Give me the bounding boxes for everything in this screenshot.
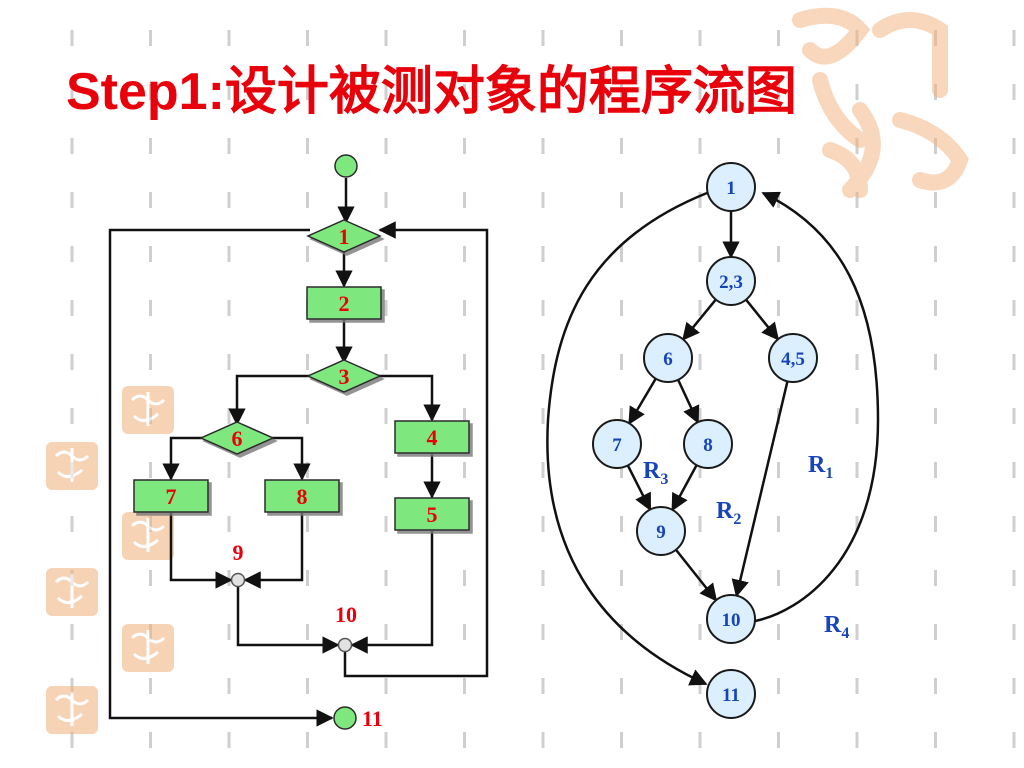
flowgraph-node-6: 6 [643,333,693,383]
flowchart-node-3: 3 [306,359,382,393]
flowchart-edge-9-to-10 [236,587,340,654]
flowchart-node-label: 10 [335,602,357,627]
flowchart-node-label: 8 [297,484,308,509]
flowgraph-edge-6-to-8 [676,379,700,424]
flowchart-node-11: 11 [333,706,383,731]
flowgraph-edge-6-to-7 [628,378,657,425]
flowchart-node-label: 5 [427,502,438,527]
flowgraph-node-label: 7 [612,435,622,456]
flowchart-node-10: 10 [335,602,357,653]
flowchart-node-label: 11 [362,706,383,731]
flowchart-nodes: 1 2 3 4 5 6 7 8 9 10 11 [133,154,470,731]
flowchart-node-label: 1 [339,224,350,249]
region-label-r3: R3 [643,458,668,488]
flowgraph-node-label: 2,3 [719,272,743,293]
flowchart-node-1: 1 [306,219,382,253]
flowgraph-edge-8-to-9 [671,464,698,512]
flowgraph-node-11: 11 [706,669,756,719]
flowgraph-node-1: 1 [706,162,756,212]
flowchart-edge-3-to-4 [376,374,441,422]
flowgraph-node-8: 8 [683,419,733,469]
title-text: 设计被测对象的程序流图 [224,63,797,121]
flowgraph-edge-1-to-11 [546,191,708,686]
flowgraph-node-10: 10 [706,594,756,644]
flowchart-node-label: 2 [339,291,350,316]
region-label-r1: R1 [808,452,833,482]
flowchart-edge-5-to-10 [350,531,434,654]
flowgraph-node-label: 10 [722,610,741,631]
flowgraph-edge-7-to-9 [626,464,652,512]
flowchart-node-2: 2 [306,286,382,320]
slide-title: Step1:设计被测对象的程序流图 [66,58,797,126]
flowgraph-edge-23-to-6 [682,298,717,341]
seal-stamp [46,568,98,616]
flowchart-node-start [334,154,358,178]
flowchart-node-5: 5 [394,497,470,531]
seal-stamp [122,386,174,434]
flowchart-node-label: 3 [339,364,350,389]
flowchart-node-label: 4 [427,425,438,450]
flowchart-edge-8-to-9 [243,513,304,589]
flowchart-edge-6-to-7 [162,436,204,481]
program-flowchart: 1 2 3 4 5 6 7 8 9 10 11 [108,154,489,731]
flowgraph-nodes: 1 2,3 6 4,5 7 8 9 10 11 [592,162,818,719]
flowgraph-node-7: 7 [592,419,642,469]
flowchart-edges [108,178,489,727]
flowchart-node-label: 7 [166,484,177,509]
seal-calligraphy [792,7,969,198]
flowchart-edge-7-to-9 [169,513,233,589]
flowgraph-node-label: 1 [726,178,736,199]
flowchart-edge-10-to-1 [343,221,489,678]
flowgraph-node-9: 9 [636,506,686,556]
flowgraph-edge-45-to-10 [731,381,789,598]
flowchart-node-9: 9 [230,540,246,588]
seal-stamp [122,512,174,560]
flowgraph-node-23: 2,3 [706,256,756,306]
title-step-prefix: Step1: [66,63,225,121]
seal-stamp [46,442,98,490]
flowgraph-node-label: 4,5 [781,349,805,370]
region-label-r4: R4 [824,612,849,642]
flowgraph-node-label: 8 [703,435,713,456]
region-label-r2: R2 [716,498,741,528]
flowchart-edge-1-to-11 [108,228,334,727]
flowgraph-node-45: 4,5 [768,333,818,383]
flowgraph-edges [546,191,880,686]
flowgraph-edge-10-to-1 [754,191,880,623]
flowgraph-edge-23-to-45 [745,298,780,341]
seal-stamp [122,624,174,672]
decorative-seal-stamps [46,7,969,734]
flowgraph-edge-9-to-10 [674,549,718,602]
flowgraph-node-label: 11 [722,685,740,706]
flowchart-node-6: 6 [199,421,275,455]
flowchart-edge-3-to-6 [228,374,312,426]
flowchart-node-4: 4 [394,420,470,454]
seal-stamp [46,686,98,734]
flowchart-node-7: 7 [133,479,209,513]
flowchart-node-label: 9 [233,540,244,565]
flowgraph-node-label: 6 [663,349,673,370]
flowchart-node-label: 6 [232,426,243,451]
flowchart-node-8: 8 [264,479,340,513]
flowgraph-node-label: 9 [656,522,666,543]
flowchart-edge-6-to-8 [270,436,311,481]
